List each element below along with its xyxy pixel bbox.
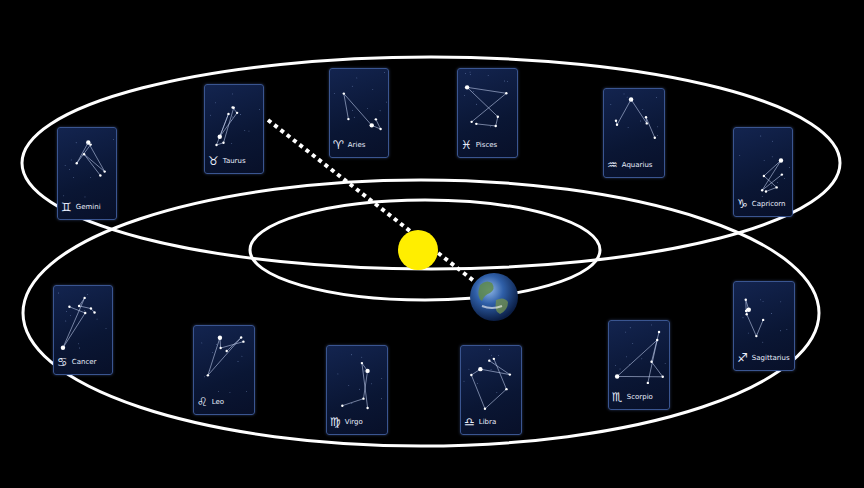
zodiac-symbol: ♊ [61, 201, 72, 213]
card-caption: ♌ Leo [197, 396, 251, 408]
sun [398, 230, 438, 270]
constellation-name: Sagittarius [752, 354, 790, 363]
card-caption: ♎ Libra [464, 416, 518, 428]
constellation-name: Cancer [72, 358, 97, 367]
earth [470, 273, 518, 321]
zodiac-symbol: ♑ [737, 198, 748, 210]
card-caption: ♉ Taurus [208, 155, 260, 167]
card-caption: ♏ Scorpio [612, 391, 666, 403]
zodiac-card: ♒ Aquarius [603, 88, 665, 178]
card-caption: ♋ Cancer [57, 356, 109, 368]
card-caption: ♈ Aries [333, 139, 385, 151]
zodiac-symbol: ♓ [461, 139, 472, 151]
zodiac-card: ♑ Capricorn [733, 127, 793, 217]
zodiac-symbol: ♈ [333, 139, 344, 151]
zodiac-symbol: ♍ [330, 416, 341, 428]
earth-orbit [250, 200, 600, 300]
zodiac-symbol: ♉ [208, 155, 219, 167]
zodiac-card: ♎ Libra [460, 345, 522, 435]
constellation-name: Scorpio [627, 393, 653, 402]
zodiac-card: ♈ Aries [329, 68, 389, 158]
zodiac-card: ♌ Leo [193, 325, 255, 415]
card-caption: ♍ Virgo [330, 416, 384, 428]
card-caption: ♓ Pisces [461, 139, 514, 151]
zodiac-card: ♉ Taurus [204, 84, 264, 174]
zodiac-card: ♋ Cancer [53, 285, 113, 375]
card-caption: ♑ Capricorn [737, 198, 789, 210]
constellation-name: Gemini [76, 203, 101, 212]
zodiac-symbol: ♐ [737, 352, 748, 364]
constellation-name: Taurus [223, 157, 246, 166]
zodiac-symbol: ♏ [612, 391, 623, 403]
zodiac-symbol: ♌ [197, 396, 208, 408]
card-caption: ♐ Sagittarius [737, 352, 791, 364]
zodiac-card: ♍ Virgo [326, 345, 388, 435]
constellation-name: Capricorn [752, 200, 786, 209]
card-caption: ♒ Aquarius [607, 159, 661, 171]
constellation-name: Virgo [345, 418, 363, 427]
card-caption: ♊ Gemini [61, 201, 113, 213]
lower-ring [23, 180, 819, 446]
constellation-name: Leo [212, 398, 224, 407]
zodiac-symbol: ♎ [464, 416, 475, 428]
zodiac-card: ♊ Gemini [57, 127, 117, 220]
zodiac-card: ♓ Pisces [457, 68, 518, 158]
constellation-name: Pisces [476, 141, 497, 150]
upper-ring [22, 57, 840, 269]
zodiac-card: ♏ Scorpio [608, 320, 670, 410]
zodiac-symbol: ♒ [607, 159, 618, 171]
constellation-name: Libra [479, 418, 496, 427]
constellation-name: Aquarius [622, 161, 653, 170]
zodiac-symbol: ♋ [57, 356, 68, 368]
constellation-name: Aries [348, 141, 366, 150]
zodiac-card: ♐ Sagittarius [733, 281, 795, 371]
